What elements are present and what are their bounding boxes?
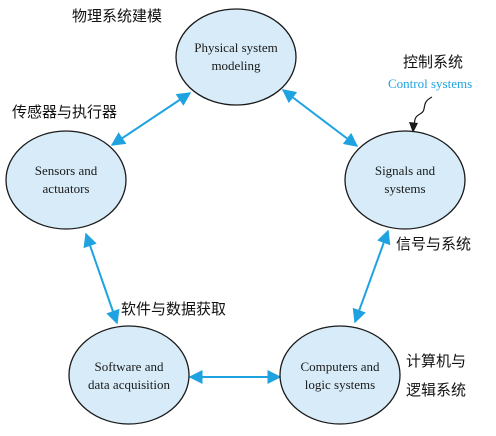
node-computers-label-line2: logic systems [305,377,375,392]
node-sensors-and-actuators [5,130,127,230]
node-sensors-label-line2: actuators [43,181,90,196]
annotation-control-systems-en: Control systems [388,76,473,91]
arrow-software-sensors [83,232,120,325]
control-systems-callout-arrowhead [409,122,418,133]
node-signals-label-line1: Signals and [375,163,436,178]
arrow-sensors-physical [110,92,192,146]
node-sensors-label-line1: Sensors and [35,163,98,178]
annotation-computers-logic-cn-line2: 逻辑系统 [406,381,467,399]
annotation-software-data-acquisition-cn: 软件与数据获取 [121,300,227,318]
arrow-signals-computers [352,229,391,324]
annotation-physical-system-modeling-cn: 物理系统建模 [72,7,163,25]
node-software-label-line2: data acquisition [88,377,170,392]
node-software-label-line1: Software and [95,359,164,374]
node-computers-and-logic-systems [279,325,401,425]
node-physical-system-modeling [175,8,297,106]
node-signals-label-line2: systems [384,181,425,196]
annotation-control-systems-cn: 控制系统 [403,53,464,71]
node-physical-label-line2: modeling [211,58,261,73]
node-computers-label-line1: Computers and [300,359,380,374]
annotation-computers-logic-cn-line1: 计算机与 [406,352,467,370]
arrow-physical-signals [281,89,359,147]
annotation-signals-systems-cn: 信号与系统 [396,235,472,253]
node-signals-and-systems [344,130,466,230]
node-physical-label-line1: Physical system [194,40,277,55]
annotation-sensors-actuators-cn: 传感器与执行器 [12,103,118,121]
node-software-and-data-acquisition [68,325,190,425]
